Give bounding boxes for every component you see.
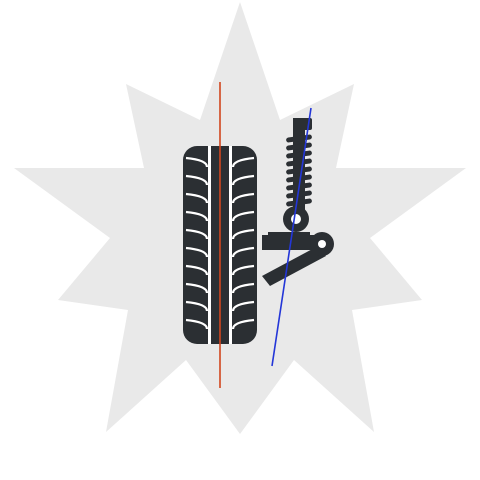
- coil-spring-turn: [286, 190, 312, 199]
- tread-line: [185, 192, 209, 204]
- tread-line: [185, 282, 209, 294]
- tread-line: [185, 246, 209, 258]
- tread-line: [185, 156, 209, 168]
- coil-spring-turn: [286, 134, 312, 143]
- tread-line: [231, 210, 255, 222]
- tread-line: [231, 228, 255, 240]
- tread-line: [231, 300, 255, 312]
- tire-tread-right: [231, 156, 255, 330]
- tread-line: [185, 300, 209, 312]
- tread-line: [231, 282, 255, 294]
- coil-spring-turn: [286, 198, 312, 207]
- tread-line: [231, 246, 255, 258]
- tread-line: [231, 192, 255, 204]
- coil-spring-turn: [286, 150, 312, 159]
- tread-line: [231, 318, 255, 330]
- tread-line: [185, 210, 209, 222]
- tread-line: [185, 318, 209, 330]
- tire-tread-left: [185, 156, 209, 330]
- tread-line: [231, 174, 255, 186]
- coil-spring-turn: [286, 174, 312, 183]
- tread-line: [231, 156, 255, 168]
- tread-line: [185, 228, 209, 240]
- tread-line: [231, 264, 255, 276]
- tread-line: [185, 174, 209, 186]
- tread-line: [185, 264, 209, 276]
- coil-spring-turn: [286, 158, 312, 167]
- suspension-axis-line: [271, 107, 312, 367]
- coil-spring-turn: [286, 166, 312, 175]
